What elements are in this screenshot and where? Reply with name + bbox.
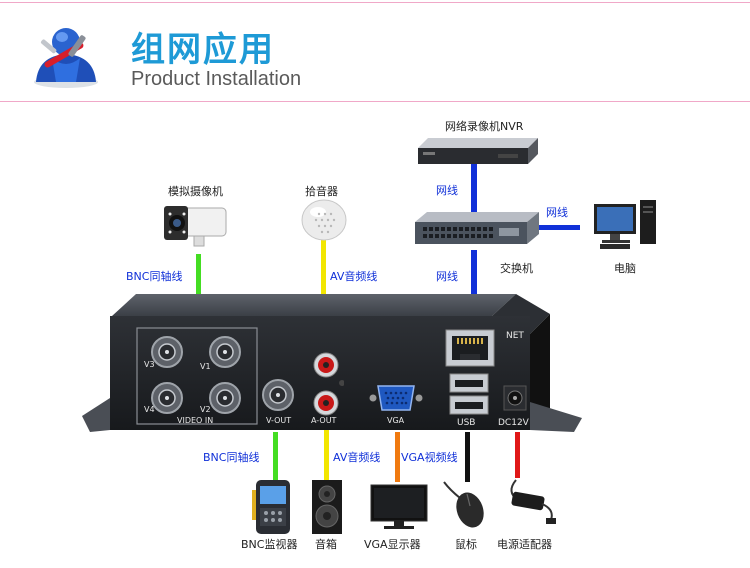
bnc-monitor-label: BNC监视器 [241, 538, 298, 551]
mouse-label: 鼠标 [455, 538, 477, 551]
computer-label: 电脑 [614, 262, 636, 275]
network-switch-icon [415, 212, 539, 244]
net-label: NET [506, 331, 524, 341]
vga-label: VGA [387, 416, 405, 425]
speaker-label: 音箱 [315, 538, 337, 551]
av-speaker-cable-label: AV音频线 [333, 451, 381, 464]
microphone-cable-label: AV音频线 [330, 270, 378, 283]
bnc-monitor-icon [252, 480, 290, 534]
rj45-net-port [445, 329, 495, 367]
bnc-v-out-connector [262, 379, 294, 411]
page-subtitle: Product Installation [131, 68, 302, 90]
nvr-label: 网络录像机NVR [445, 120, 524, 133]
bnc-video-in-connectors [151, 336, 241, 414]
installer-person-icon [34, 28, 98, 88]
speaker-icon [312, 480, 342, 534]
av-cable-speaker [324, 428, 329, 482]
usb-ports [449, 373, 489, 415]
vga-cable [395, 432, 400, 482]
switch-label: 交换机 [500, 262, 533, 275]
analog-camera-icon [164, 206, 227, 247]
power-cable [515, 432, 520, 478]
rca-audio-connectors [313, 352, 344, 416]
pc-cable-label: 网线 [546, 206, 568, 219]
vga-display-label: VGA显示器 [364, 538, 421, 551]
network-cable-device [471, 250, 477, 330]
top-divider [0, 2, 750, 3]
nvr-recorder-icon [418, 138, 538, 164]
vga-port [369, 385, 423, 411]
network-cable-nvr [471, 160, 477, 216]
device-network-cable-label: 网线 [436, 270, 458, 283]
camera-label: 模拟摄像机 [168, 185, 223, 198]
vga-display-icon [370, 484, 428, 529]
bnc-cable-monitor [273, 432, 278, 482]
dc12v-label: DC12V [498, 418, 529, 428]
mouse-icon [443, 481, 484, 528]
vga-cable-label: VGA视频线 [401, 451, 458, 464]
v-out-label: V-OUT [266, 416, 292, 425]
bnc-monitor-cable-label: BNC同轴线 [203, 451, 260, 464]
video-in-label: VIDEO IN [177, 416, 214, 425]
usb-cable [465, 432, 470, 482]
bnc-cable-camera [196, 254, 201, 322]
a-out-label: A-OUT [311, 416, 337, 425]
page-title: 组网应用 [131, 30, 275, 70]
network-cable-pc [538, 225, 580, 230]
port-v4-label: V4 [144, 405, 155, 414]
computer-icon [594, 200, 656, 249]
microphone-label: 拾音器 [305, 185, 338, 198]
nvr-cable-label: 网线 [436, 184, 458, 197]
port-v2-label: V2 [200, 405, 211, 414]
port-v1-label: V1 [200, 362, 211, 371]
av-cable-microphone [321, 240, 326, 340]
microphone-icon [301, 199, 347, 241]
usb-label: USB [457, 418, 476, 428]
power-adapter-icon [510, 479, 556, 524]
camera-cable-label: BNC同轴线 [126, 270, 183, 283]
dc-power-jack [503, 385, 527, 411]
header-divider [0, 101, 750, 102]
power-adapter-label: 电源适配器 [497, 538, 552, 551]
port-v3-label: V3 [144, 360, 155, 369]
